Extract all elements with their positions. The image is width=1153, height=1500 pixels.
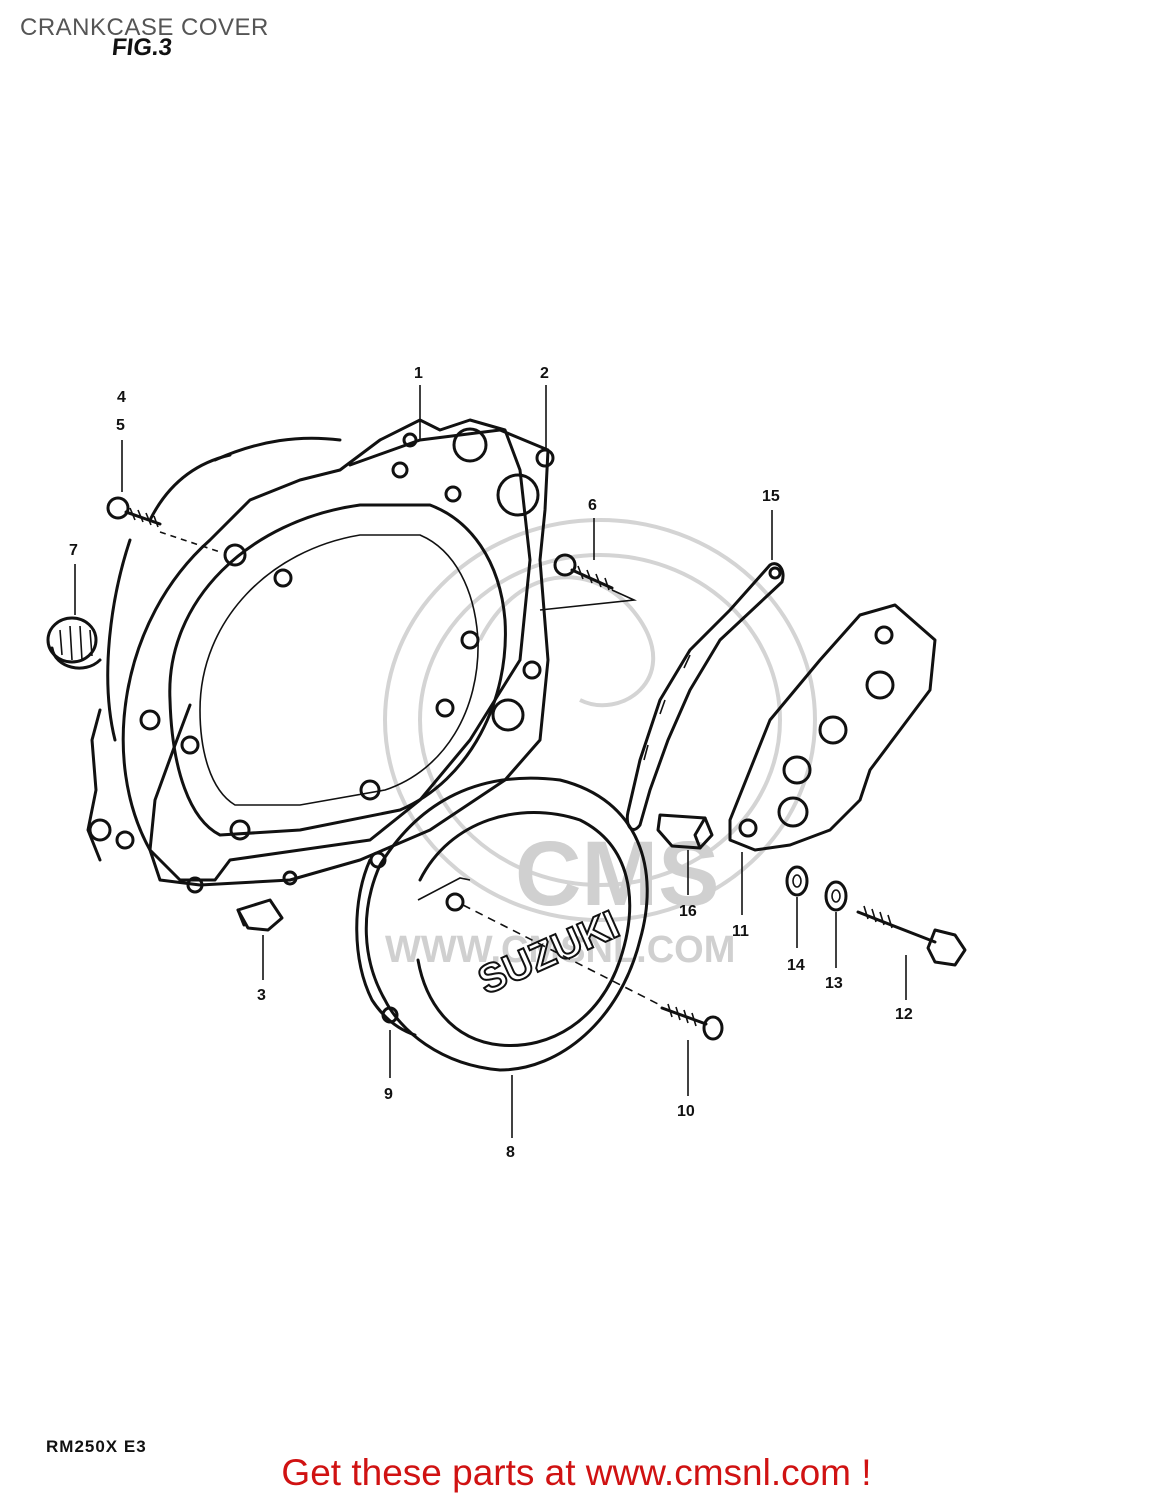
callout-5: 5 [116, 417, 125, 434]
part-dowel-pin [236, 898, 284, 932]
part-bolt-4 [106, 496, 221, 553]
callout-12: 12 [895, 1006, 913, 1023]
callout-9: 9 [384, 1086, 393, 1103]
callout-1: 1 [414, 365, 423, 382]
callout-4: 4 [117, 389, 126, 406]
part-spacer [656, 813, 714, 850]
cta-banner: Get these parts at www.cmsnl.com ! [0, 1452, 1153, 1494]
callout-6: 6 [588, 497, 597, 514]
part-gasket [148, 428, 555, 894]
callout-16: 16 [679, 903, 697, 920]
part-washer [785, 865, 809, 897]
callout-11: 11 [732, 923, 749, 940]
part-crankcase-cover [86, 418, 532, 882]
callout-10: 10 [677, 1103, 695, 1120]
callout-3: 3 [257, 987, 266, 1004]
callout-numbers: 1 2 3 4 5 6 7 8 9 10 11 12 13 14 15 16 [69, 365, 913, 1161]
part-screw-10 [660, 1003, 724, 1041]
part-filler-cap [46, 616, 102, 670]
part-bracket [625, 562, 785, 831]
cmsnl-watermark: CMS WWW.CMSNL.COM [383, 518, 817, 971]
callout-14: 14 [787, 957, 805, 974]
part-clutch-cover: SUZUKI [364, 776, 661, 1072]
callout-13: 13 [825, 975, 843, 992]
callout-15: 15 [762, 488, 780, 505]
callout-2: 2 [540, 365, 549, 382]
model-code: RM250X E3 [46, 1437, 147, 1456]
leader-lines [74, 385, 907, 1138]
watermark-url-text: WWW.CMSNL.COM [385, 929, 735, 971]
callout-8: 8 [506, 1144, 515, 1161]
part-bolt-6 [539, 553, 638, 611]
watermark-logo-text: CMS [515, 823, 719, 925]
cta-link[interactable]: Get these parts at www.cmsnl.com ! [281, 1452, 872, 1493]
part-cover-gasket [355, 851, 417, 1037]
part-plate [728, 603, 937, 852]
part-bolt-12 [856, 905, 967, 967]
page-title: CRANKCASE COVER [20, 14, 269, 41]
part-lock-washer [824, 880, 848, 912]
callout-7: 7 [69, 542, 78, 559]
